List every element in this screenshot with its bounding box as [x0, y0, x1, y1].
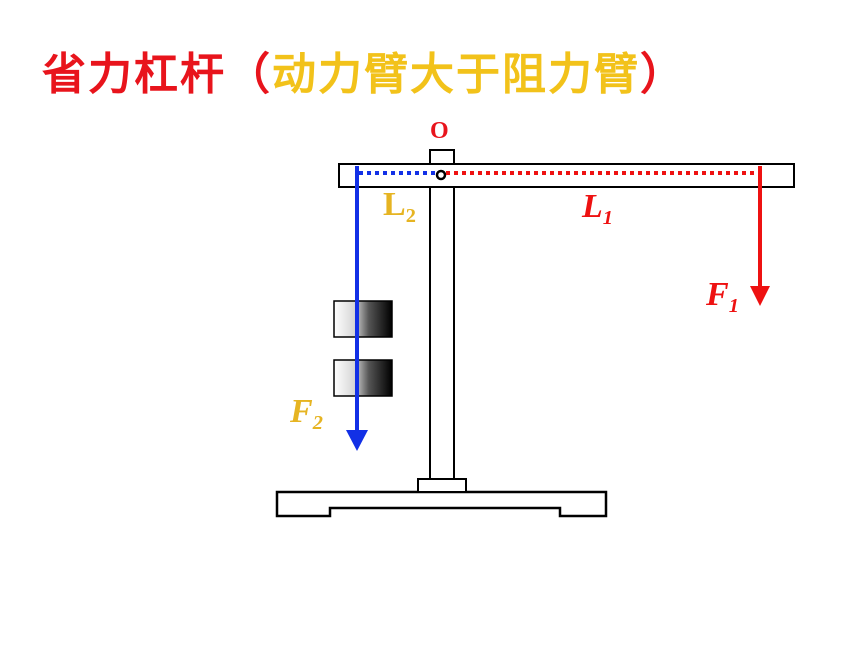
stand-post [429, 185, 455, 480]
force-F2-arrowhead [346, 430, 368, 451]
label-F1: F1 [706, 276, 739, 318]
weight-block-bottom [333, 359, 393, 397]
label-pivot-O: O [430, 118, 449, 144]
lever-beam [338, 163, 795, 188]
stand-base [275, 490, 608, 518]
pivot-point [435, 169, 447, 181]
title-close-paren: ） [640, 49, 686, 100]
slide-title: 省力杠杆（动力臂大于阻力臂） [42, 38, 686, 102]
label-L2: L2 [383, 186, 416, 228]
post-top [429, 149, 455, 165]
label-L1: L1 [582, 188, 613, 230]
title-main: 省力杠杆 [42, 49, 226, 100]
label-F2: F2 [290, 393, 323, 435]
title-open-paren: （ [226, 49, 272, 100]
force-F1-arrowhead [750, 286, 770, 306]
title-subtitle: 动力臂大于阻力臂 [272, 49, 640, 100]
weight-block-top [333, 300, 393, 338]
stand-base-collar [417, 478, 467, 493]
